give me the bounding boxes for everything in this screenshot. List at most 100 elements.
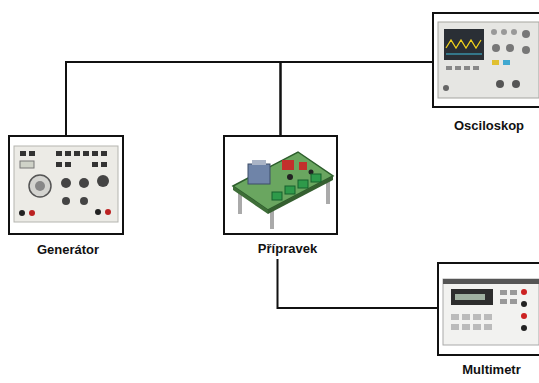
oscilloscope-knob [506,44,514,52]
transformer [248,164,270,184]
multimeter-digits [455,294,485,300]
multimeter-terminal [521,301,527,307]
generator-button [65,162,71,167]
terminal-block [285,186,295,194]
oscilloscope-input [496,80,504,88]
oscilloscope-knob [492,44,500,52]
instrument-label: Osciloskop [432,118,539,133]
multimeter-button [451,314,459,320]
instrument-node: Osciloskop [432,12,539,133]
generator-button [74,151,80,156]
terminal-block [298,180,308,188]
oscilloscope-button [455,66,461,70]
multimeter-button [510,290,517,295]
multimeter-button [462,324,470,330]
oscilloscope-trace [446,40,481,48]
instrument-label: Generátor [8,242,128,257]
signal-wire [66,62,281,135]
multimeter-display [451,289,493,305]
generator-button [101,151,107,156]
generator-terminal [19,210,25,216]
oscilloscope-trace [446,54,482,55]
multimeter-photo [443,279,539,345]
generator-button [101,162,107,167]
generator-photo [14,146,118,222]
multimeter-button [500,290,507,295]
oscilloscope-body [438,22,539,98]
generator-button [65,151,71,156]
generator-knob [80,197,88,205]
generator-panel [14,146,118,222]
pcb-edge [268,176,333,214]
instrument-label: Přípravek [223,241,342,256]
oscilloscope-button [492,60,499,65]
capacitor [287,174,293,180]
instrument-label: Multimetr [437,362,539,377]
pcb [233,152,333,210]
oscilloscope-photo [438,22,539,98]
oscilloscope-power [443,85,449,91]
board-standoff [326,180,330,204]
oscilloscope-button [464,66,470,70]
oscilloscope-button [491,29,497,35]
photo-frame [8,135,124,235]
multimeter-button [451,324,459,330]
generator-terminal [29,210,35,216]
generator-terminal [105,209,111,215]
transformer [252,160,266,165]
multimeter-button [462,314,470,320]
instrument-node: Generátor [8,135,128,257]
generator-button [83,151,89,156]
generator-knob [61,178,71,188]
generator-terminal [95,209,101,215]
oscilloscope-input [512,80,520,88]
generator-knob [97,175,109,187]
pcb-edge [233,186,268,214]
generator-button [92,162,98,167]
generator-knob [35,181,45,191]
generator-button [29,151,35,156]
multimeter-body [443,279,539,345]
board-photo [233,152,333,229]
multimeter-button [473,324,481,330]
multimeter-button [510,299,517,304]
photo-frame [437,262,539,356]
generator-knob [29,175,51,197]
multimeter-strip [443,279,539,284]
terminal-block [311,174,321,182]
generator-button [56,162,62,167]
generator-display [20,161,34,168]
oscilloscope-button [511,29,517,35]
oscilloscope-knob [522,30,530,38]
generator-knob [79,178,89,188]
oscilloscope-knob [522,46,530,54]
oscilloscope-button [501,29,507,35]
instrument-node: Přípravek [223,135,342,256]
photo-frame [432,12,539,108]
generator-button [56,151,62,156]
relay [299,162,307,170]
multimeter-terminal [521,289,527,295]
oscilloscope-button [503,60,510,65]
photo-frame [223,135,338,235]
multimeter-terminal [521,325,527,331]
multimeter-button [473,314,481,320]
generator-knob [62,197,70,205]
multimeter-button [500,299,507,304]
oscilloscope-button [446,66,452,70]
oscilloscope-button [473,66,479,70]
multimeter-button [484,314,492,320]
signal-wire [281,62,433,135]
relay [282,160,294,170]
generator-button [92,151,98,156]
multimeter-button [484,324,492,330]
signal-wire [66,62,432,135]
multimeter-terminal [521,313,527,319]
instrument-node: Multimetr [437,262,539,377]
signal-wire [278,259,438,308]
terminal-block [272,192,282,200]
generator-button [20,151,26,156]
oscilloscope-screen [444,29,484,60]
